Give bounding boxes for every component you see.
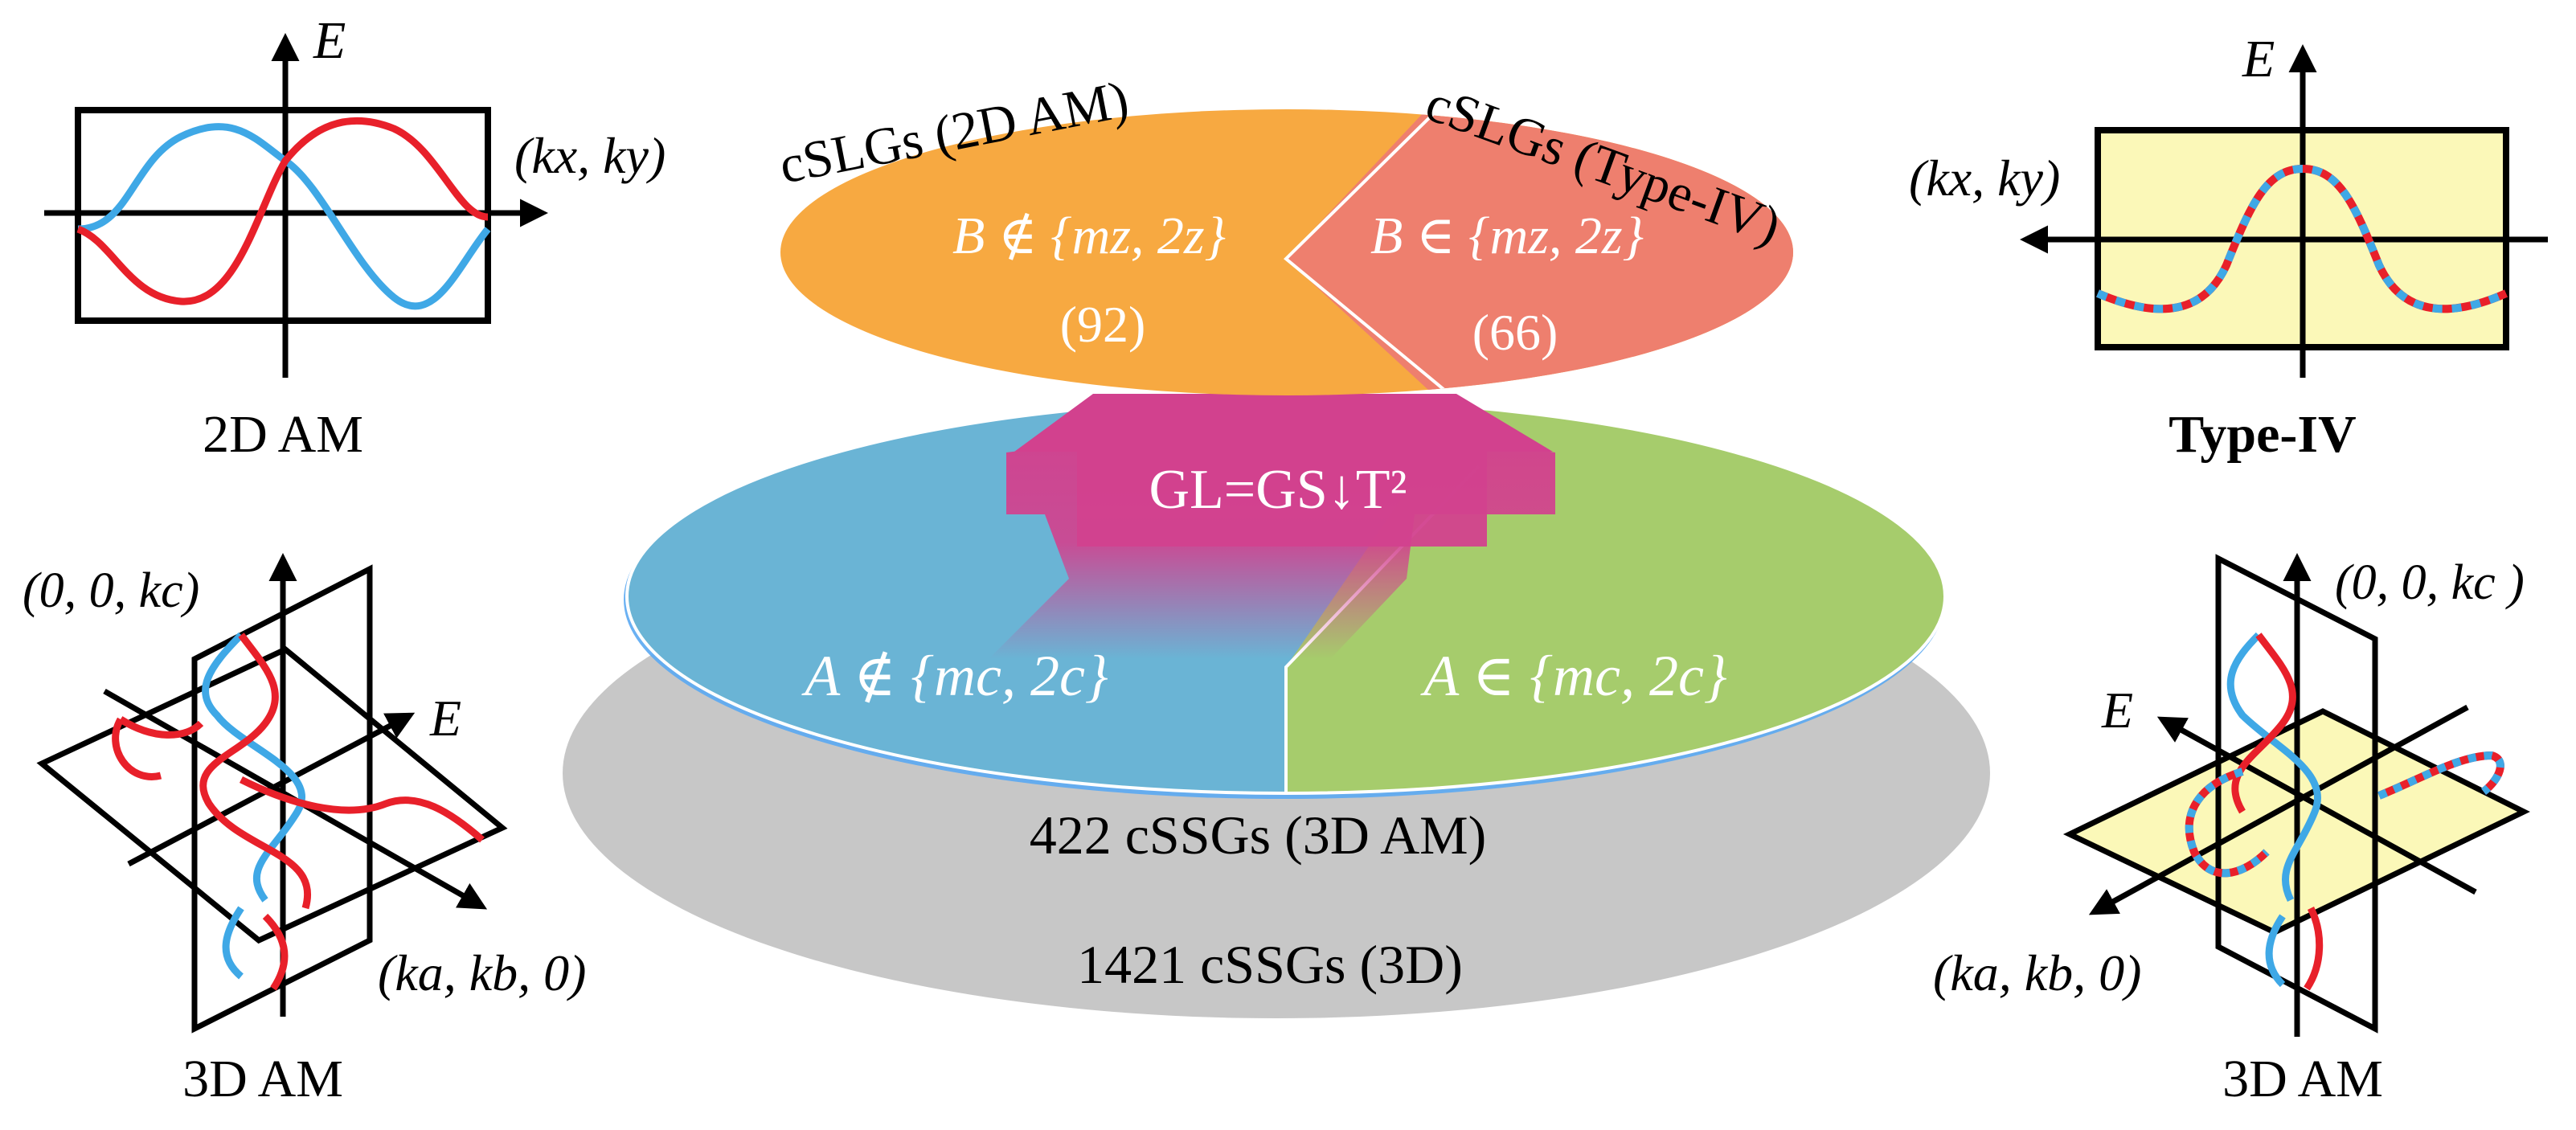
panel-3d-am-left: (0, 0, kc) E (ka, kb, 0) 3D AM [23, 553, 586, 1108]
panel-3d-am-right: (0, 0, kc ) E (ka, kb, 0) 3D AM [1933, 553, 2530, 1108]
vertical-plane [191, 564, 373, 1034]
band-red [76, 117, 489, 305]
band-red-vertical [2231, 633, 2296, 814]
panel-3d-left-caption: 3D AM [182, 1050, 343, 1108]
top-right-condition: B ∈ {mz, 2z} [1370, 207, 1644, 265]
disc-left-condition: A ∉ {mc, 2c} [801, 644, 1108, 708]
band-red-horizontal-2 [239, 776, 485, 843]
panel-2d-am-y-label: E [313, 11, 346, 70]
panel-type-iv-caption: Type-IV [2169, 405, 2356, 464]
band-blue-vertical [2226, 632, 2321, 903]
top-ellipse [780, 109, 1793, 395]
salmon-half [1286, 109, 1793, 395]
top-right-count: (66) [1472, 304, 1558, 361]
panel-type-iv-x-label: (kx, ky) [1909, 149, 2060, 207]
kab-axis [2088, 704, 2469, 915]
panel-2d-am-x-label: (kx, ky) [514, 127, 666, 184]
band-red-horizontal [112, 716, 204, 780]
band-red-lower [262, 913, 289, 991]
top-left-condition: B ∉ {mz, 2z} [952, 207, 1226, 265]
panel-2d-am-caption: 2D AM [203, 405, 363, 464]
panel-type-iv-y-label: E [2242, 30, 2275, 88]
panel-3d-left-e-label: E [429, 690, 461, 747]
panel-type-iv: E (kx, ky) Type-IV [1909, 30, 2548, 464]
panel-3d-left-ab-label: (ka, kb, 0) [378, 944, 586, 1001]
panel-3d-right-e-label: E [2101, 682, 2133, 739]
band-blue [77, 123, 491, 310]
top-left-count: (92) [1060, 296, 1146, 353]
panel-3d-right-ab-label: (ka, kb, 0) [1933, 944, 2141, 1001]
band-red-lower [2304, 906, 2324, 991]
top-divider [1284, 109, 1460, 395]
panel-3d-left-c-label: (0, 0, kc) [23, 563, 199, 618]
band-blue-degenerate [2096, 164, 2508, 313]
panel-3d-right-c-label: (0, 0, kc ) [2335, 555, 2525, 610]
vertical-plane [2215, 554, 2378, 1034]
panel-2d-am: E (kx, ky) 2D AM [44, 11, 666, 464]
band-red-vertical [199, 633, 311, 910]
band-blue-lower [222, 906, 244, 980]
disc-outer-label: 1421 cSSGs (3D) [1077, 934, 1463, 995]
reduction-arrow [989, 394, 1555, 659]
band-degenerate-a-dash [2185, 768, 2270, 878]
disc-right-condition: A ∈ {mc, 2c} [1420, 644, 1727, 708]
band-blue-lower [2265, 914, 2286, 988]
panel-3d-right-caption: 3D AM [2222, 1050, 2383, 1108]
arrow-label: GL=GS↓T² [1149, 459, 1407, 521]
band-degenerate-b-dash [2377, 751, 2504, 800]
disc-inner-label: 422 cSSGs (3D AM) [1030, 805, 1487, 866]
band-blue-vertical [202, 632, 306, 903]
